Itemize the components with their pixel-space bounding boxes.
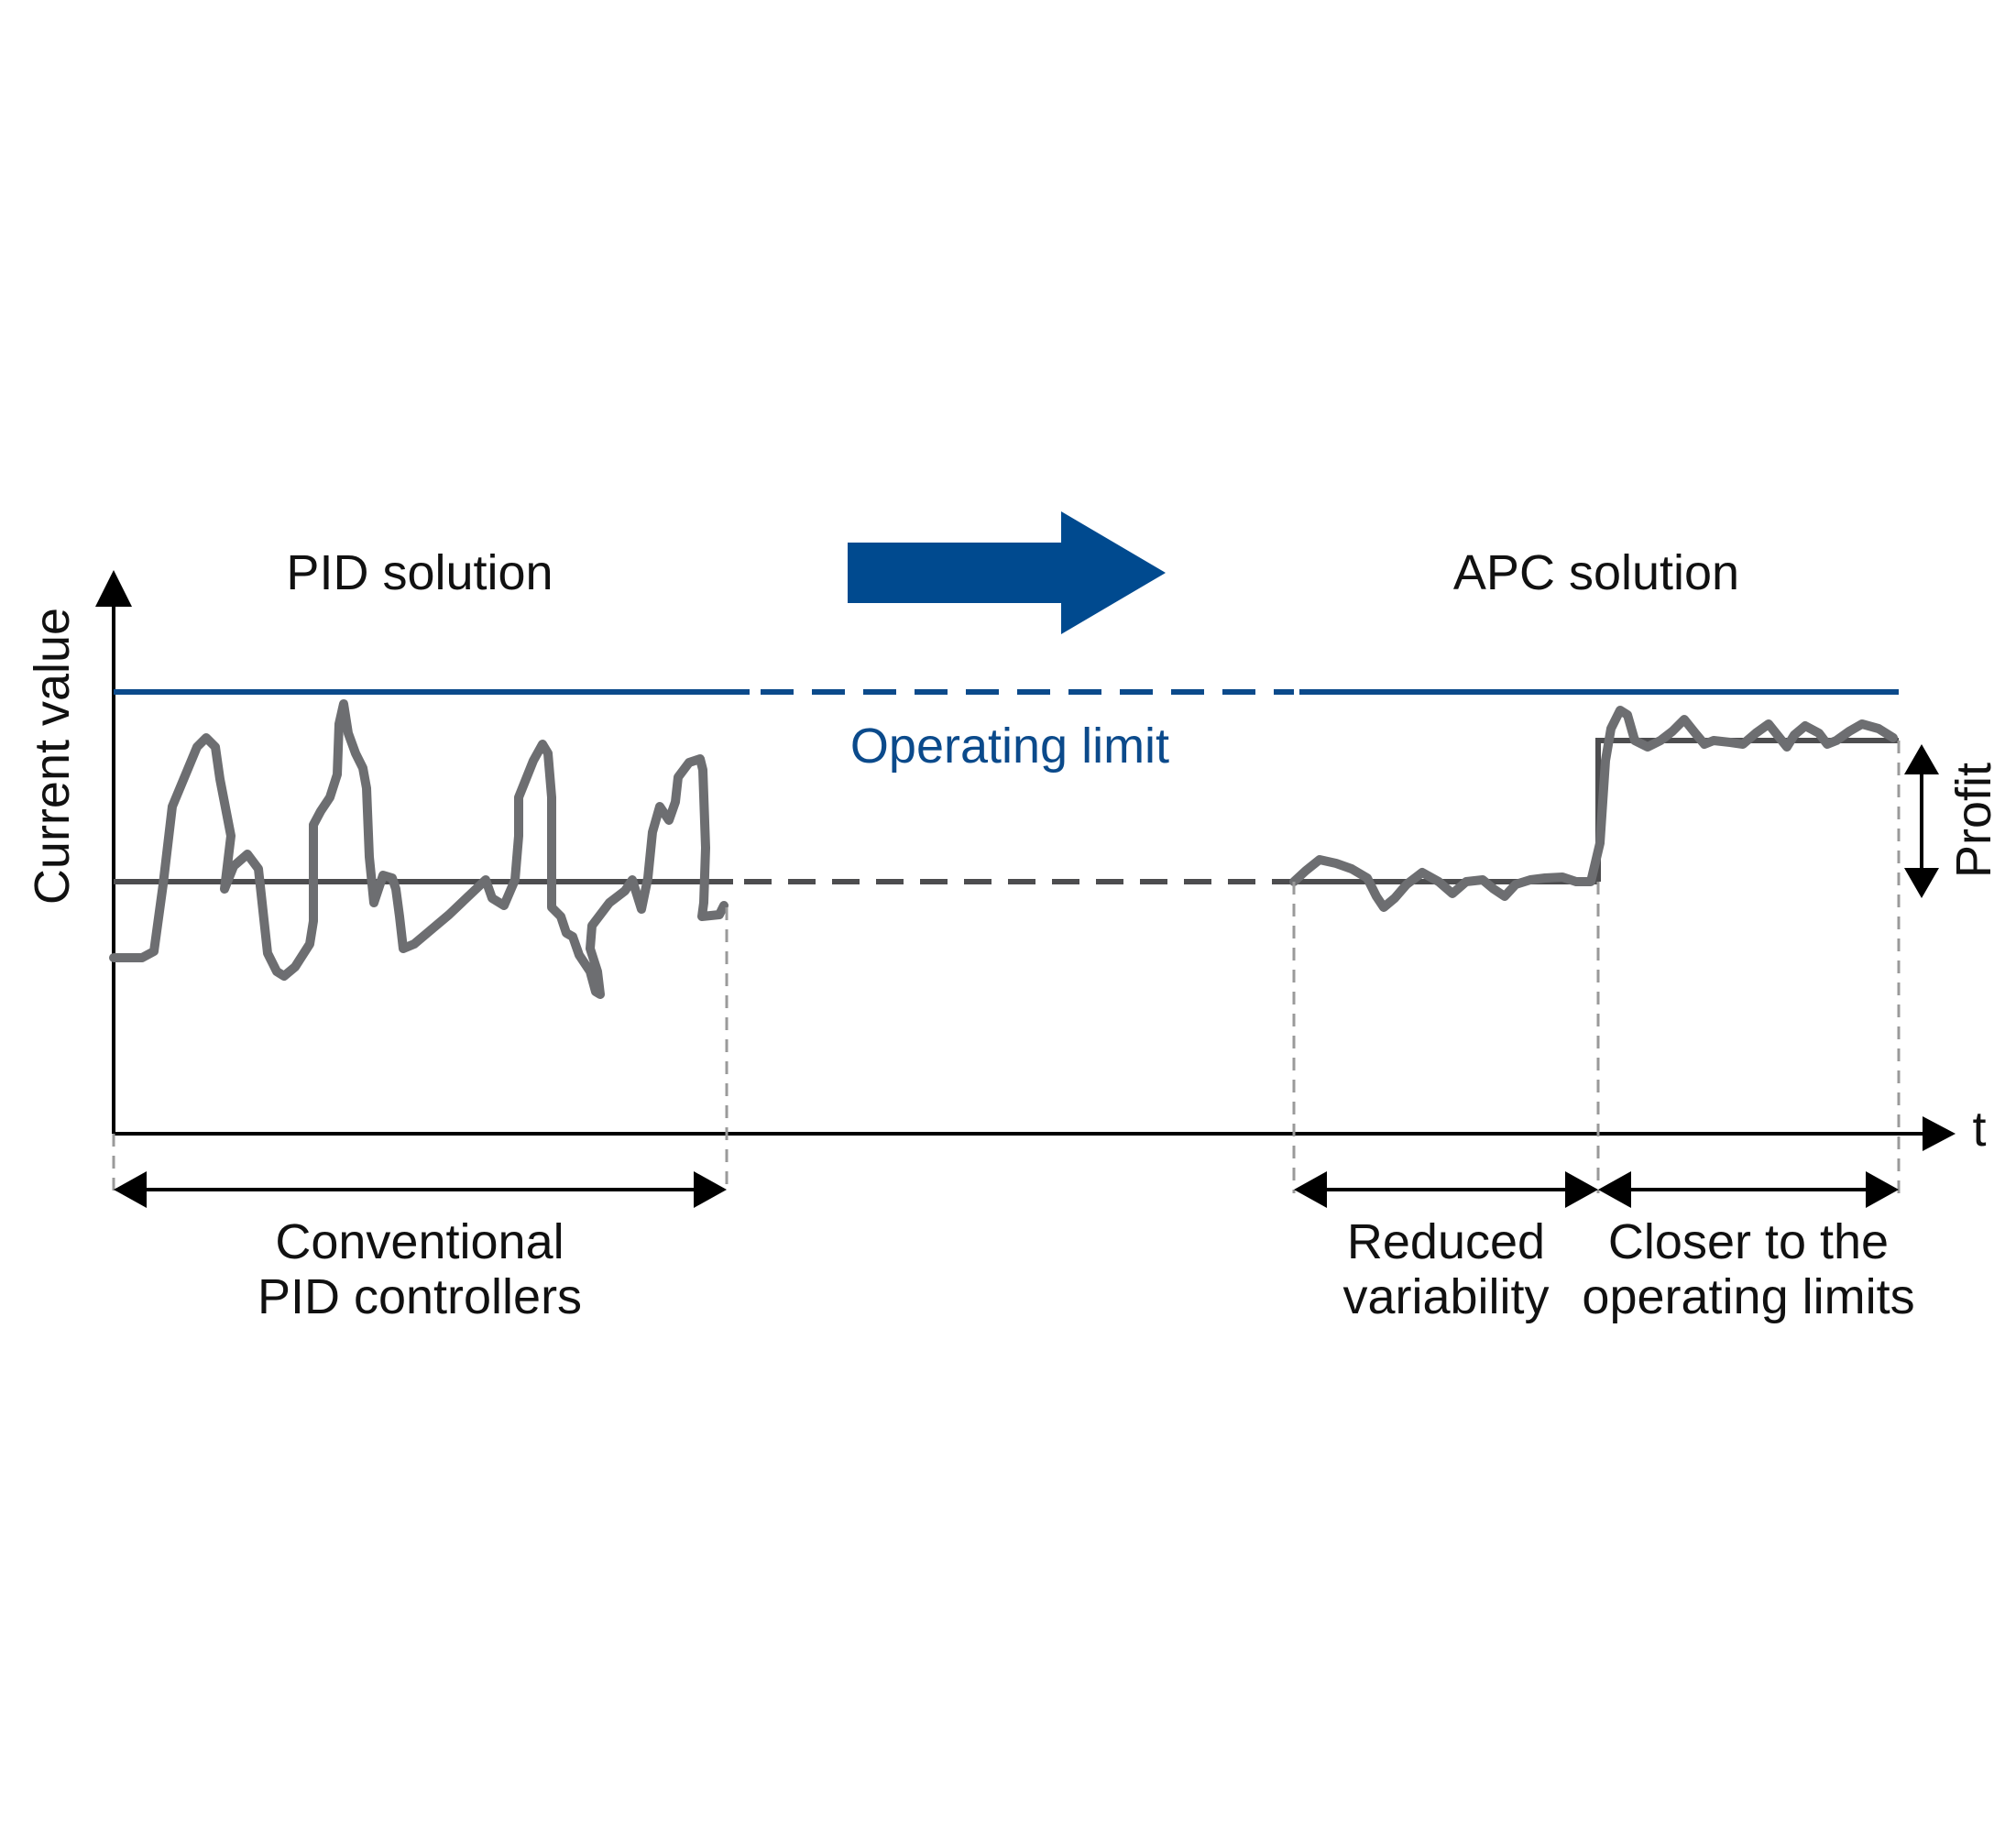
- pid-signal: [109, 699, 729, 999]
- closer-label-line1: Closer to the: [1608, 1214, 1889, 1269]
- apc-solution-title: APC solution: [1453, 545, 1739, 600]
- apc-signal: [1289, 706, 1898, 912]
- x-axis-arrowhead: [1923, 1116, 1956, 1151]
- conventional-left-arrowhead: [114, 1171, 147, 1208]
- reduced-label-line1: Reduced: [1347, 1214, 1545, 1269]
- conventional-label-line1: Conventional: [275, 1214, 564, 1269]
- conventional-right-arrowhead: [694, 1171, 727, 1208]
- reduced-right-arrowhead: [1565, 1171, 1598, 1208]
- closer-right-arrowhead: [1866, 1171, 1899, 1208]
- profit-label: Profit: [1946, 763, 2001, 878]
- reduced-label-line2: variability: [1342, 1269, 1549, 1324]
- operating-limit-label: Operating limit: [850, 719, 1169, 774]
- span-arrows: [114, 1171, 1899, 1208]
- x-axis-label: t: [1972, 1102, 1986, 1157]
- reduced-left-arrowhead: [1294, 1171, 1327, 1208]
- y-axis-label: Current value: [25, 608, 80, 905]
- y-axis-arrowhead: [95, 570, 132, 607]
- pid-solution-title: PID solution: [286, 545, 553, 600]
- double-arrow-vertical-icon: [1904, 744, 1939, 898]
- closer-left-arrowhead: [1598, 1171, 1631, 1208]
- right-arrow-icon: [848, 511, 1166, 634]
- axes: [95, 570, 1956, 1151]
- closer-label-line2: operating limits: [1582, 1269, 1914, 1324]
- conventional-label-line2: PID controllers: [257, 1269, 582, 1324]
- apc-setpoint-high: [1595, 738, 1899, 882]
- guide-lines: [112, 741, 1901, 1193]
